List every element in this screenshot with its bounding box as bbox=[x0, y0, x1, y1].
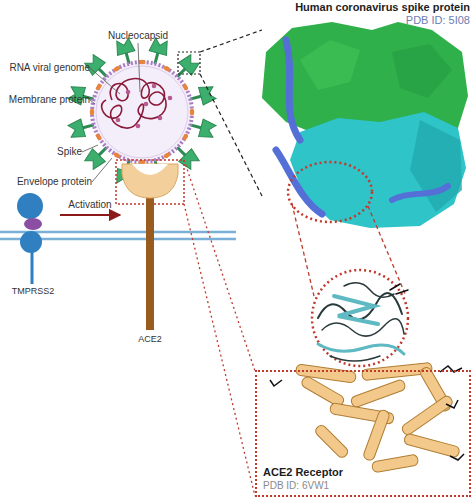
virus-particle bbox=[158, 116, 163, 121]
receptor-protein: ACE2 bbox=[120, 160, 180, 346]
virus-particle bbox=[116, 118, 121, 123]
virus-particle bbox=[144, 102, 149, 107]
leader-line bbox=[90, 68, 120, 94]
activation-arrow bbox=[60, 214, 120, 216]
receptor-stem bbox=[146, 194, 154, 330]
zoom-guide bbox=[292, 204, 314, 296]
rbd-ribbon bbox=[330, 356, 380, 361]
node-subtext: PDB ID: 5I08 bbox=[406, 14, 470, 27]
leader-line bbox=[82, 145, 98, 152]
node-heading: ACE2 bbox=[138, 333, 162, 346]
node-heading: ACE2 Receptor bbox=[263, 466, 343, 479]
virus-particle bbox=[182, 133, 189, 141]
node-heading: Human coronavirus spike protein bbox=[295, 1, 470, 14]
zoom-guide bbox=[178, 30, 262, 196]
rbd-ribbon bbox=[318, 283, 408, 361]
spike-protein-surface bbox=[286, 40, 300, 140]
ace2-ribbon bbox=[300, 375, 345, 408]
ace2-ribbon bbox=[314, 423, 350, 459]
leader-line bbox=[82, 43, 140, 182]
virus-particle bbox=[90, 109, 94, 116]
zoom-guide bbox=[178, 52, 200, 74]
virus-particle bbox=[152, 84, 157, 89]
ligand-sticks bbox=[450, 454, 464, 460]
rbd-ribbon bbox=[344, 283, 394, 297]
node-shape bbox=[120, 160, 180, 346]
zoom-guide bbox=[184, 160, 255, 371]
virus-particle bbox=[168, 96, 173, 101]
part-label: Envelope protein bbox=[17, 176, 92, 188]
ace2-ribbon bbox=[362, 409, 390, 462]
virus-particle bbox=[95, 133, 102, 141]
node-heading: TMPRSS2 bbox=[12, 285, 55, 298]
spike-protein-surface bbox=[392, 44, 452, 98]
virus-particle bbox=[190, 109, 194, 116]
virus-particle bbox=[67, 37, 217, 187]
ligand-sticks bbox=[446, 400, 458, 408]
rbd-ribbon bbox=[390, 284, 408, 294]
part-label: Spike bbox=[57, 146, 82, 158]
spike-protein-surface bbox=[288, 162, 372, 222]
zoom-guide bbox=[200, 74, 262, 196]
virus-particle bbox=[95, 83, 102, 91]
virus-particle bbox=[126, 90, 131, 95]
protein-domain bbox=[24, 218, 42, 230]
ace2-ribbon bbox=[403, 433, 460, 458]
leader-line bbox=[92, 158, 112, 182]
protein-domain bbox=[20, 231, 42, 253]
ligand-sticks bbox=[270, 380, 282, 386]
leader-line bbox=[90, 100, 95, 104]
spike-protein-surface bbox=[392, 186, 448, 200]
ligand-sticks bbox=[270, 366, 464, 460]
ace2-ribbon bbox=[400, 394, 454, 436]
node-shape bbox=[6, 192, 60, 298]
protein-panel: Human coronavirus spike proteinPDB ID: 5… bbox=[254, 0, 472, 230]
spike-protein-surface bbox=[410, 120, 462, 212]
protein-domain bbox=[17, 193, 43, 219]
rbd-ribbon bbox=[318, 344, 404, 354]
part-label: RNA viral genome bbox=[9, 62, 90, 74]
zoom-guide bbox=[184, 204, 255, 496]
zoom-guide bbox=[116, 160, 408, 496]
virus-particle bbox=[96, 66, 188, 158]
virus-particle bbox=[113, 65, 121, 72]
receptor-head bbox=[122, 164, 178, 198]
protease-protein: TMPRSS2 bbox=[6, 192, 60, 298]
virus-particle bbox=[163, 65, 171, 72]
edge-label: Activation bbox=[68, 199, 111, 211]
virus-particle bbox=[163, 152, 171, 159]
spike-protein-surface bbox=[300, 40, 360, 90]
zoom-guide bbox=[312, 270, 408, 366]
ace2-ribbon bbox=[350, 379, 406, 408]
zoom-guide bbox=[116, 160, 184, 204]
virus-particle bbox=[136, 124, 141, 129]
receptor-panel: ACE2 ReceptorPDB ID: 6VW1 bbox=[255, 370, 471, 497]
virus-particle bbox=[92, 62, 192, 162]
virus-particle bbox=[139, 60, 146, 64]
zoom-guide bbox=[200, 30, 262, 52]
spike-protein-surface bbox=[276, 150, 322, 214]
ace2-ribbon bbox=[371, 454, 418, 473]
part-label: Nucleocapsid bbox=[108, 30, 168, 42]
ace2-ribbon bbox=[295, 362, 460, 473]
rbd-ribbon bbox=[318, 293, 402, 319]
leader-line bbox=[138, 43, 140, 92]
protein-stem bbox=[31, 252, 34, 284]
virus-particle bbox=[182, 83, 189, 91]
zoom-guide bbox=[368, 206, 406, 296]
rbd-ribbon bbox=[334, 296, 378, 324]
part-label: Membrane protein bbox=[9, 94, 90, 106]
virus-particle bbox=[113, 152, 121, 159]
spike-protein-surface bbox=[262, 22, 468, 228]
receptor-pocket bbox=[132, 164, 168, 175]
node-subtext: PDB ID: 6VW1 bbox=[263, 479, 329, 492]
